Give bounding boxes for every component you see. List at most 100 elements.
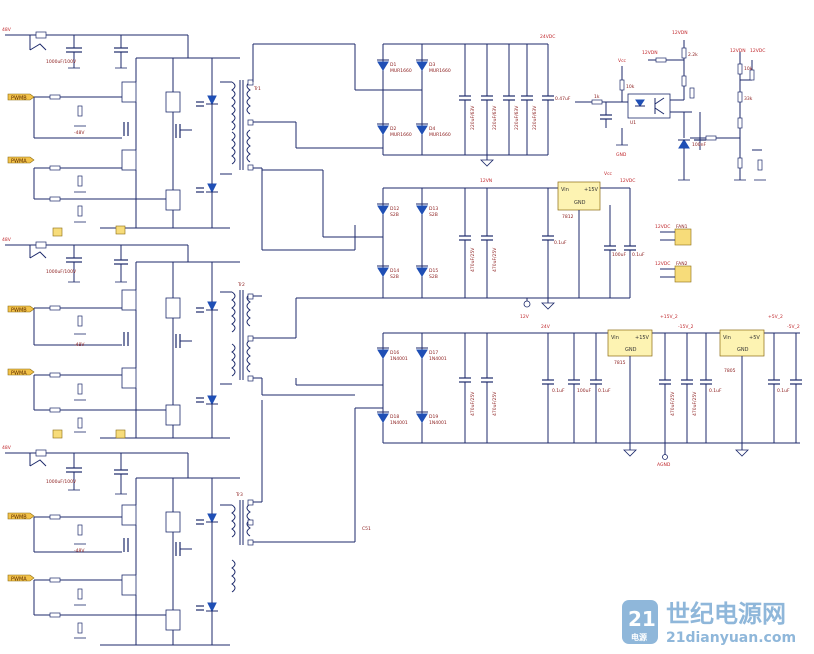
reg-part-label: 7812 bbox=[562, 214, 574, 220]
diode-label: D16 bbox=[390, 350, 399, 356]
fan-rail-label: 12VDC bbox=[655, 261, 670, 267]
diode-label: D13 bbox=[429, 206, 438, 212]
pwm-label: PWMA bbox=[11, 371, 27, 377]
fb-value: 2.2k bbox=[688, 52, 698, 58]
brand-url: 21dianyuan.com bbox=[666, 630, 796, 646]
cap-label: 470uF/25V bbox=[692, 391, 698, 416]
secondary-wiring bbox=[252, 43, 383, 543]
cap-label: 220uF/63V bbox=[492, 105, 498, 130]
cap-label: 220uF/63V bbox=[514, 105, 520, 130]
reg-out-label: +15V bbox=[584, 187, 599, 193]
reg-gnd-label: GND bbox=[574, 200, 586, 206]
diode-part-label: S2B bbox=[390, 212, 399, 218]
gnd-label: -48V bbox=[74, 548, 85, 554]
reg-out-label: +15V bbox=[635, 335, 650, 341]
brand-name: 世纪电源网 bbox=[666, 600, 786, 628]
watermark: 21 电源 世纪电源网 21dianyuan.com bbox=[622, 600, 796, 646]
diode-part-label: S2B bbox=[429, 212, 438, 218]
rail-label-5v-pos: +5V_2 bbox=[768, 314, 783, 320]
rail-label-gnd: GND bbox=[616, 152, 627, 158]
gnd-label: -48V bbox=[74, 130, 85, 136]
diode-part-label: MUR1660 bbox=[429, 132, 451, 138]
cap-label: 0.47uF bbox=[555, 96, 571, 102]
diode-label: D1 bbox=[390, 62, 396, 68]
rail-label-12vdc: 12VDC bbox=[620, 178, 635, 184]
rail-label-12vdn: 12VDN bbox=[642, 50, 658, 56]
logo-icon bbox=[622, 600, 658, 644]
diode-part-label: MUR1660 bbox=[429, 68, 451, 74]
rail-label-15v-pos: +15V_2 bbox=[660, 314, 678, 320]
transformer-label: Tr1 bbox=[253, 86, 261, 92]
reg-part-label: 7815 bbox=[614, 360, 626, 366]
feedback-section: Vcc GND 12VDN 12VDN bbox=[575, 30, 766, 181]
rail-label-48v: 48V bbox=[2, 237, 12, 243]
transformer-label: Tr2 bbox=[237, 282, 245, 288]
cap-label: 220uF/63V bbox=[470, 105, 476, 130]
reg-in-label: Vin bbox=[611, 335, 619, 341]
logo-number: 21 bbox=[628, 607, 656, 631]
regulator-7812 bbox=[557, 181, 601, 211]
pwm-label: PWMA bbox=[11, 577, 27, 583]
rectifier-24v: D1 MUR1660 D2 MUR1660 D3 MUR1660 D4 MUR1… bbox=[355, 34, 571, 167]
rail-label-12v: 12V bbox=[520, 314, 530, 320]
rail-label-5v-neg: -5V_2 bbox=[787, 324, 800, 330]
cap-label: 470uF/25V bbox=[670, 391, 676, 416]
driver-stage-2 bbox=[5, 225, 254, 439]
cap-label: 0.1uF bbox=[554, 240, 567, 246]
cap-label: 470uF/25V bbox=[470, 391, 476, 416]
rail-label-24v: 24V bbox=[541, 324, 551, 330]
fb-value: 10k bbox=[626, 84, 635, 90]
cap-label: 100uF bbox=[577, 388, 591, 394]
rail-label-24vdc: 24VDC bbox=[540, 34, 555, 40]
diode-label: D12 bbox=[390, 206, 399, 212]
cap-label: 0.1uF bbox=[552, 388, 565, 394]
rectifier-12v: D12 S2B D14 S2B D13 S2B D15 S2B 470uF/25… bbox=[377, 171, 645, 320]
reg-gnd-label: GND bbox=[737, 347, 749, 353]
reg-out-label: +5V bbox=[749, 335, 760, 341]
diode-label: D18 bbox=[390, 414, 399, 420]
gnd-label: -48V bbox=[74, 342, 85, 348]
diode-part-label: 1N4001 bbox=[429, 356, 447, 362]
diode-part-label: 1N4001 bbox=[390, 420, 408, 426]
input-cap-label: 1000uF/100V bbox=[46, 269, 77, 275]
cap-label: 100uF bbox=[612, 252, 626, 258]
driver-stage-1 bbox=[5, 31, 254, 229]
rail-label-12vdc: 12VDC bbox=[750, 48, 765, 54]
fb-value: 1k bbox=[594, 94, 600, 100]
pwm-label: PWMA bbox=[11, 159, 27, 165]
rail-label-12vdn: 12VDN bbox=[672, 30, 688, 36]
fan2-connector bbox=[674, 265, 692, 283]
diode-label: D17 bbox=[429, 350, 438, 356]
fan-connectors: FAN1 FAN2 12VDC 12VDC bbox=[655, 224, 692, 283]
diode-part-label: MUR1660 bbox=[390, 68, 412, 74]
fb-value: 100nF bbox=[692, 142, 706, 148]
reg-gnd-label: GND bbox=[625, 347, 637, 353]
rail-label-48v: 48V bbox=[2, 445, 12, 451]
pwm-label: PWMB bbox=[11, 96, 27, 102]
rail-label-12vdn: 12VDN bbox=[730, 48, 746, 54]
reg-part-label: 7805 bbox=[724, 368, 736, 374]
cap-label: 0.1uF bbox=[598, 388, 611, 394]
driver-stage-3 bbox=[5, 429, 254, 646]
cap-label: 220uF/63V bbox=[532, 105, 538, 130]
diode-part-label: S2B bbox=[429, 274, 438, 280]
pwm-tags: PWMB PWMA PWMB PWMA PWMB PWMA bbox=[7, 93, 35, 583]
cap-label: 470uF/25V bbox=[492, 247, 498, 272]
logo-icon-text: 电源 bbox=[631, 632, 647, 642]
fan-rail-label: 12VDC bbox=[655, 224, 670, 230]
diode-label: D3 bbox=[429, 62, 435, 68]
diode-part-label: S2B bbox=[390, 274, 399, 280]
pwm-label: PWMB bbox=[11, 515, 27, 521]
regulator-7805 bbox=[719, 329, 765, 357]
input-cap-label: 1000uF/100V bbox=[46, 479, 77, 485]
fan-label: FAN2 bbox=[676, 261, 688, 267]
diode-part-label: MUR1660 bbox=[390, 132, 412, 138]
rail-label-15v-neg: -15V_2 bbox=[678, 324, 694, 330]
reg-in-label: Vin bbox=[723, 335, 731, 341]
opto-label: U1 bbox=[630, 120, 636, 126]
fan1-connector bbox=[674, 228, 692, 246]
rail-label-vcc: Vcc bbox=[604, 171, 613, 177]
cap-label: 0.1uF bbox=[709, 388, 722, 394]
regulator-7815 bbox=[607, 329, 653, 357]
